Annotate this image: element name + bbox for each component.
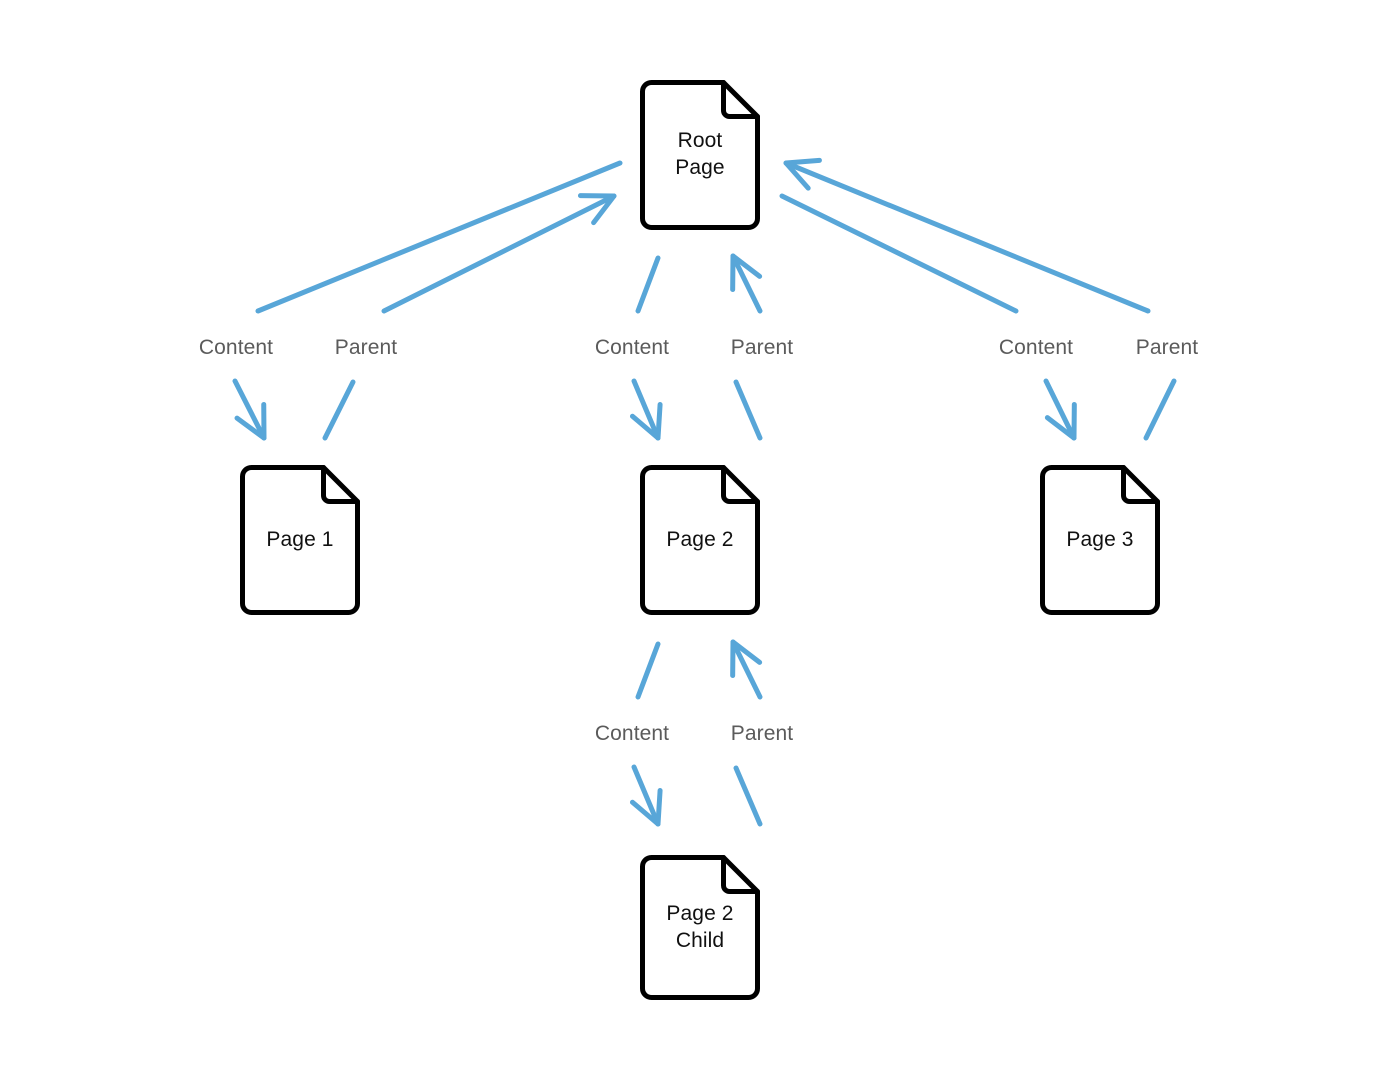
edge-segment-1 (322, 379, 356, 441)
document-page-icon (640, 465, 760, 615)
edge-segment-1 (255, 160, 623, 314)
page-fold-corner-icon (321, 465, 360, 504)
arrowhead-page2-to-page2child-content (629, 788, 663, 827)
edge-segment-1 (1143, 378, 1177, 441)
edge-label-l2-content: Content (594, 336, 670, 359)
edge-page3-to-root-parent (783, 157, 1177, 441)
node-label-page2: Page 2 (666, 527, 734, 551)
page-fold-corner-icon (721, 855, 760, 894)
node-root[interactable]: Root Page (640, 80, 760, 230)
document-page-icon (640, 855, 760, 1000)
edge-page2child-to-page2-parent (730, 639, 763, 827)
arrowhead-root-to-page1-content (234, 401, 267, 441)
edge-segment-1 (733, 379, 763, 441)
edge-segment-1 (635, 641, 661, 700)
arrowhead-page2-to-root-parent (730, 253, 763, 293)
edge-root-to-page3-content (779, 193, 1077, 441)
edge-segment-1 (779, 193, 1019, 314)
edge-label-l4-content: Content (594, 722, 670, 745)
edge-root-to-page1-content (232, 160, 623, 441)
page-fold-corner-icon (721, 465, 760, 504)
edge-segment-2 (730, 253, 763, 314)
edge-segment-2 (783, 160, 1151, 314)
edge-label-l3-parent: Parent (1135, 336, 1199, 359)
edge-label-l1-content: Content (198, 336, 274, 359)
edge-page2-to-page2child-content (629, 641, 663, 827)
arrowhead-page1-to-root-parent (577, 193, 617, 226)
node-label-page3: Page 3 (1066, 527, 1134, 551)
arrowhead-root-to-page3-content (1044, 401, 1077, 441)
edge-root-to-page2-content (629, 255, 663, 441)
node-label-page1: Page 1 (266, 527, 334, 551)
document-page-icon (240, 465, 360, 615)
edge-segment-2 (232, 378, 267, 441)
arrowhead-page2child-to-page2-parent (730, 639, 763, 679)
edge-label-l1-parent: Parent (334, 336, 398, 359)
edge-label-l2-parent: Parent (730, 336, 794, 359)
node-label-root: Root Page (675, 129, 725, 179)
edge-segment-2 (1043, 378, 1077, 441)
page-fold-corner-icon (721, 80, 760, 119)
node-label-page2child: Page 2 Child (666, 901, 734, 952)
arrowhead-root-to-page2-content (629, 402, 663, 441)
edge-segment-2 (631, 764, 661, 827)
arrowhead-page3-to-root-parent (783, 157, 822, 191)
node-page1[interactable]: Page 1 (240, 465, 360, 615)
edge-page2-to-root-parent (730, 253, 763, 441)
node-page3[interactable]: Page 3 (1040, 465, 1160, 615)
edge-segment-2 (381, 193, 617, 314)
document-page-icon (640, 80, 760, 230)
edge-label-l3-content: Content (998, 336, 1074, 359)
edge-page1-to-root-parent (322, 193, 617, 441)
node-page2child[interactable]: Page 2 Child (640, 855, 760, 1000)
node-page2[interactable]: Page 2 (640, 465, 760, 615)
edge-segment-2 (631, 378, 661, 441)
edge-label-l4-parent: Parent (730, 722, 794, 745)
edge-segment-2 (730, 639, 763, 700)
document-page-icon (1040, 465, 1160, 615)
edge-segment-1 (733, 765, 763, 827)
page-fold-corner-icon (1121, 465, 1160, 504)
edge-segment-1 (635, 255, 661, 314)
